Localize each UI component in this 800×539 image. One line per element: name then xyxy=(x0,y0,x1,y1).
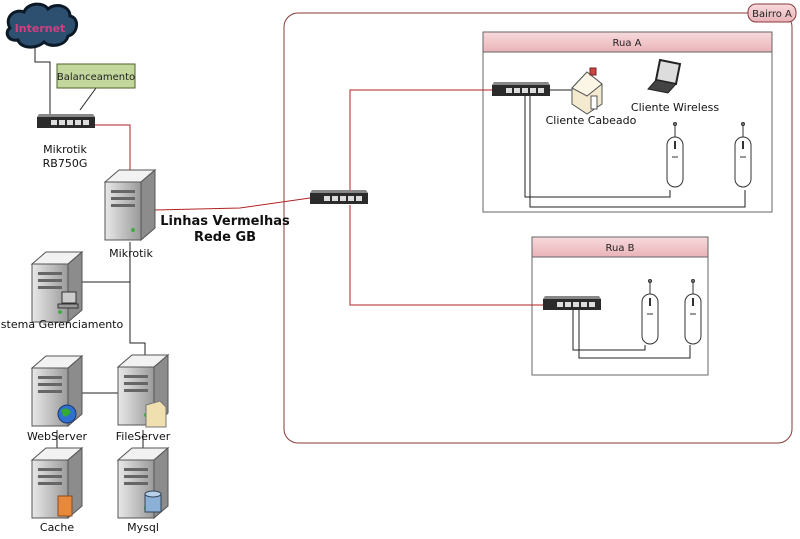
workstation-icon xyxy=(57,291,79,309)
cache-label: Cache xyxy=(40,521,74,534)
bairro-a-group xyxy=(283,12,793,444)
router-model: RB750G xyxy=(43,157,88,170)
bairro-a-tab xyxy=(747,3,797,23)
bairro-a-label: Bairro A xyxy=(752,9,792,20)
rua-a-label: Rua A xyxy=(613,38,642,49)
cliente-cabeado-label: Cliente Cabeado xyxy=(546,114,637,127)
sistema-label: Sistema Gerenciamento xyxy=(0,318,123,331)
fileserver-label: FileServer xyxy=(116,430,171,443)
rede-gb-label: Rede GB xyxy=(194,230,256,245)
cliente-wireless-label: Cliente Wireless xyxy=(631,101,719,114)
balanceamento-note xyxy=(56,63,136,89)
laptop-icon xyxy=(647,58,682,94)
internet-cloud-icon: Internet xyxy=(5,2,78,49)
core-switch-icon xyxy=(310,190,368,204)
router-name: Mikrotik xyxy=(43,143,87,156)
cache-server-icon xyxy=(31,447,83,519)
mikrotik-server-label: Mikrotik xyxy=(109,247,153,260)
house-icon xyxy=(571,67,603,115)
sistema-server-icon xyxy=(31,251,83,323)
rua-a-switch-icon xyxy=(492,82,550,96)
internet-label: Internet xyxy=(15,22,66,35)
balanceamento-label: Balanceamento xyxy=(57,72,135,83)
folder-icon xyxy=(145,400,167,428)
mysql-label: Mysql xyxy=(127,521,159,534)
rua-a-group xyxy=(482,31,773,213)
mikrotik-server-icon xyxy=(104,169,156,241)
cache-icon xyxy=(57,495,73,517)
rua-b-switch-icon xyxy=(543,296,601,310)
red-lines-label: Linhas Vermelhas xyxy=(160,214,290,229)
rua-b-label: Rua B xyxy=(605,243,634,254)
red-links xyxy=(95,89,543,306)
database-icon xyxy=(144,490,162,513)
webserver-label: WebServer xyxy=(27,430,88,443)
router-switch-icon xyxy=(37,114,95,128)
